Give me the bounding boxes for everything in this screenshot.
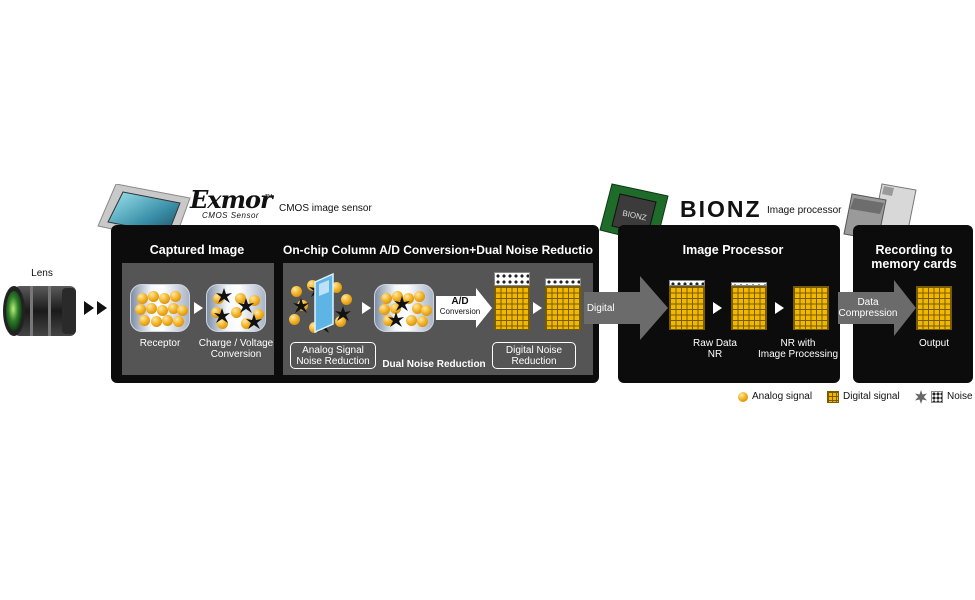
digital-signal-arrow	[618, 276, 668, 340]
receptor-label: Receptor	[139, 338, 181, 349]
arrow-right-icon	[194, 302, 203, 314]
digital-signal-grid	[545, 286, 581, 330]
onchip-title: On-chip Column A/D Conversion+Dual Noise…	[283, 243, 593, 257]
digital-signal-icon	[827, 391, 839, 403]
bionz-desc: Image processor	[767, 205, 842, 216]
arrow-right-icon	[362, 302, 371, 314]
noise-cap	[494, 272, 530, 286]
analog-nr-label: Analog Signal Noise Reduction	[290, 342, 376, 369]
digital-signal-label: Digital Signal	[586, 303, 646, 314]
cmos-desc: CMOS image sensor	[279, 203, 372, 214]
raw-data-nr-label: Raw Data NR	[693, 338, 737, 360]
arrow-right-icon	[533, 302, 542, 314]
digital-signal-grid	[494, 286, 530, 330]
noise-cap	[731, 282, 767, 286]
digital-signal-grid	[793, 286, 829, 330]
noise-stars-icon	[388, 296, 410, 327]
noise-grid-icon	[931, 391, 943, 403]
charge-voltage-label: Charge / Voltage Conversion	[198, 338, 274, 360]
ad-conversion-arrow	[436, 288, 492, 328]
data-compression-arrow	[853, 280, 916, 336]
lens-icon	[3, 286, 76, 336]
dual-nr-label: Dual Noise Reduction	[382, 359, 486, 370]
lens-label: Lens	[31, 268, 53, 279]
legend-analog-label: Analog signal	[752, 391, 813, 402]
noise-cap	[669, 280, 705, 286]
analog-signal-icon	[738, 392, 748, 402]
legend-digital-label: Digital signal	[843, 391, 900, 402]
output-label: Output	[918, 338, 950, 349]
arrow-right-icon	[775, 302, 784, 314]
digital-signal-grid	[669, 286, 705, 330]
arrow-right-icon	[713, 302, 722, 314]
exmor-logo: Exmor CMOS Sensor	[190, 185, 273, 221]
receptor-cylinder	[130, 284, 190, 332]
noise-star-icon	[915, 390, 927, 404]
noise-stars-icon	[214, 288, 262, 329]
legend: Analog signal Digital signal Noise	[738, 390, 974, 405]
digital-signal-grid	[731, 286, 767, 330]
legend-noise-label: Noise	[947, 391, 973, 402]
data-compression-label: Data Compression	[838, 297, 898, 319]
noise-cap	[545, 278, 581, 286]
bionz-logo: BIONZ	[680, 196, 762, 222]
analog-nr-cylinder	[374, 284, 434, 332]
image-processor-title: Image Processor	[682, 243, 784, 257]
digital-signal-grid	[916, 286, 952, 330]
exmor-tm: TM	[265, 194, 273, 200]
digital-nr-label: Digital Noise Reduction	[492, 342, 576, 369]
nr-image-processing-label: NR with Image Processing	[757, 338, 839, 360]
noise-filter-icon	[314, 272, 334, 334]
captured-image-title: Captured Image	[149, 243, 245, 257]
recording-title: Recording to memory cards	[871, 243, 957, 271]
ad-conversion-label: A/D Conversion	[439, 296, 481, 317]
arrow-right-icon	[84, 301, 107, 315]
